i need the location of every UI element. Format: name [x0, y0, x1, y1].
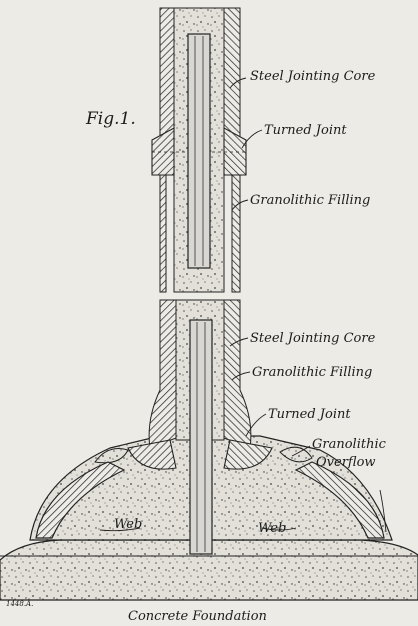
granolithic-filling-label-upper: Granolithic Filling	[250, 193, 370, 208]
web-label-left: Web	[114, 517, 142, 532]
steel-jointing-core-label-lower: Steel Jointing Core	[250, 331, 376, 346]
granolithic-overflow-label-line2: Overflow	[316, 455, 376, 470]
web-label-right: Web	[258, 521, 286, 536]
upper-pipe-section	[151, 7, 247, 293]
turned-joint-label-upper: Turned Joint	[264, 123, 347, 138]
lower-pipe-section	[127, 299, 273, 555]
socket-arm-right	[294, 461, 385, 539]
plate-number: 1448.A.	[6, 600, 33, 608]
fig-label: Fig.1.	[85, 109, 136, 129]
figure-caption: Concrete Foundation	[128, 609, 267, 624]
granolithic-overflow-label-line1: Granolithic	[312, 437, 387, 452]
granolithic-filling-label-lower: Granolithic Filling	[252, 365, 372, 380]
socket-arm-left	[35, 461, 126, 539]
steel-jointing-core-label-upper: Steel Jointing Core	[250, 69, 376, 84]
turned-joint-label-lower: Turned Joint	[268, 407, 351, 422]
leader-lines	[99, 77, 387, 533]
